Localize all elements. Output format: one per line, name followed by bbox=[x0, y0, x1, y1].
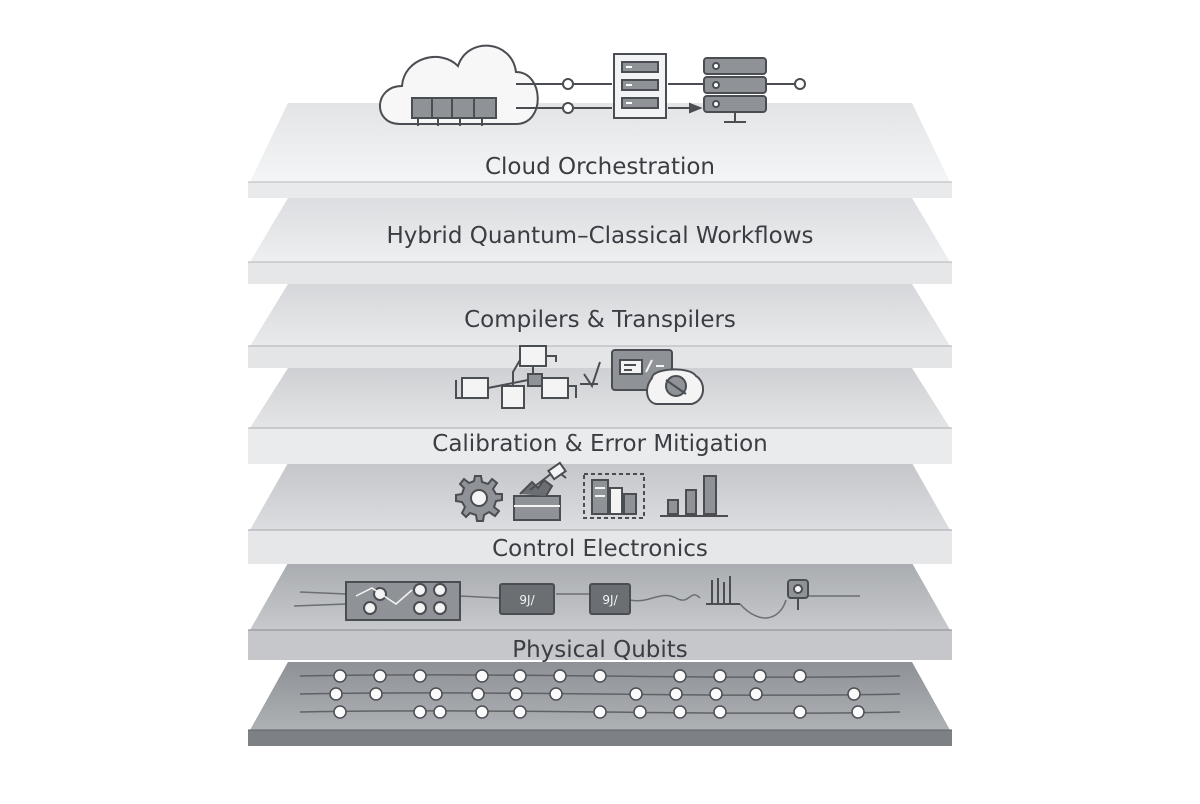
layer-label-cloud: Cloud Orchestration bbox=[485, 154, 715, 180]
layer-label-control: Control Electronics bbox=[492, 536, 708, 562]
svg-text:9J/: 9J/ bbox=[519, 593, 535, 607]
slab-cloud bbox=[248, 103, 952, 198]
check-icon bbox=[580, 361, 601, 389]
toolbox-icon bbox=[513, 461, 567, 521]
slab-workflows bbox=[248, 284, 952, 368]
qubit-node bbox=[629, 687, 643, 701]
dashed-chart-icon bbox=[583, 473, 645, 519]
slab-compilers bbox=[248, 368, 952, 464]
qubit-node bbox=[847, 687, 861, 701]
flowchart-icon bbox=[455, 345, 577, 409]
qubit-node bbox=[669, 687, 683, 701]
signal-module-icon: 9J/ bbox=[589, 583, 631, 615]
qubit-node bbox=[471, 687, 485, 701]
layer-label-physical: Physical Qubits bbox=[512, 637, 688, 663]
qubit-node bbox=[513, 705, 527, 719]
layer-label-calibration: Calibration & Error Mitigation bbox=[432, 431, 767, 457]
sensor-icon bbox=[787, 579, 809, 610]
chip-icon bbox=[345, 581, 461, 621]
layer-label-compilers: Compilers & Transpilers bbox=[464, 307, 736, 333]
qubit-node bbox=[793, 669, 807, 683]
qubit-node bbox=[549, 687, 563, 701]
qubit-node bbox=[633, 705, 647, 719]
qubit-node bbox=[433, 705, 447, 719]
svg-text:9J/: 9J/ bbox=[602, 593, 618, 607]
qubit-node bbox=[673, 669, 687, 683]
qubit-node bbox=[749, 687, 763, 701]
qubit-node bbox=[475, 705, 489, 719]
qubit-node bbox=[333, 669, 347, 683]
qubit-grid-icon bbox=[299, 669, 901, 719]
qubit-node bbox=[793, 705, 807, 719]
gear-loop-icon bbox=[646, 368, 704, 405]
qubit-node bbox=[553, 669, 567, 683]
qubit-node bbox=[509, 687, 523, 701]
qubit-node bbox=[513, 669, 527, 683]
server-stack-icon bbox=[703, 57, 767, 123]
qubit-node bbox=[709, 687, 723, 701]
cloud-icon bbox=[379, 44, 539, 126]
server-list-icon bbox=[613, 53, 667, 119]
qubit-node bbox=[429, 687, 443, 701]
qubit-node bbox=[753, 669, 767, 683]
waveform-icon bbox=[706, 576, 740, 605]
qubit-node bbox=[475, 669, 489, 683]
gear-icon bbox=[455, 475, 503, 522]
signal-lines bbox=[293, 591, 860, 619]
qubit-node bbox=[713, 669, 727, 683]
amplifier-module-icon: 9J/ bbox=[499, 583, 555, 615]
qubit-node bbox=[373, 669, 387, 683]
bar-chart-icon bbox=[660, 475, 728, 517]
cloud-connectors bbox=[516, 78, 806, 114]
slab-hybrid bbox=[248, 198, 952, 284]
qubit-node bbox=[593, 705, 607, 719]
qubit-node bbox=[851, 705, 865, 719]
qubit-node bbox=[593, 669, 607, 683]
qubit-node bbox=[333, 705, 347, 719]
qubit-coupler-line bbox=[299, 692, 901, 696]
qubit-node bbox=[413, 705, 427, 719]
qubit-node bbox=[413, 669, 427, 683]
qubit-node bbox=[673, 705, 687, 719]
qubit-node bbox=[329, 687, 343, 701]
qubit-node bbox=[713, 705, 727, 719]
layer-label-hybrid: Hybrid Quantum–Classical Workflows bbox=[386, 223, 813, 249]
qubit-node bbox=[369, 687, 383, 701]
